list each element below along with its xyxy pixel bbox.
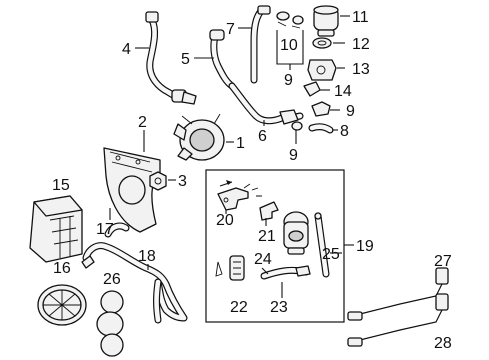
part-27-oxygen-sensor[interactable] (347, 267, 449, 321)
part-15-air-box[interactable] (29, 195, 83, 263)
part-26-dampers[interactable] (96, 290, 124, 357)
callout-2-label: 2 (138, 114, 147, 131)
callout-20-label: 20 (216, 212, 234, 229)
callout-11: 11 (340, 9, 369, 26)
callout-2: 2 (138, 114, 147, 152)
callout-9c-label: 9 (289, 147, 298, 164)
callout-14-label: 14 (334, 83, 352, 100)
part-7-tube[interactable] (250, 5, 271, 84)
callout-25-label: 25 (322, 246, 340, 263)
part-17-hose[interactable] (104, 222, 130, 238)
callout-28: 28 (434, 335, 452, 352)
callout-9b-label: 9 (346, 103, 355, 120)
callout-24-label: 24 (254, 251, 272, 268)
callout-25: 25 (322, 246, 342, 263)
callout-27: 27 (434, 253, 452, 270)
part-4-hose[interactable] (145, 11, 197, 105)
callout-18-label: 18 (138, 248, 156, 265)
callout-26: 26 (103, 271, 121, 288)
callout-28-label: 28 (434, 335, 452, 352)
part-5-hose[interactable] (209, 29, 236, 90)
callout-11-label: 11 (352, 9, 369, 26)
callout-9b: 9 (330, 103, 355, 120)
callout-5-label: 5 (181, 51, 190, 68)
callout-5: 5 (181, 51, 214, 68)
part-21-clip[interactable] (259, 201, 279, 221)
callout-26-label: 26 (103, 271, 121, 288)
part-12-gasket[interactable] (312, 37, 332, 49)
frame-arrow-icon (219, 180, 233, 187)
callout-27-label: 27 (434, 253, 452, 270)
part-valve-assembly[interactable] (283, 211, 309, 255)
callout-1-label: 1 (236, 135, 245, 152)
callout-16-label: 16 (53, 260, 71, 277)
callout-1: 1 (226, 135, 245, 152)
callout-13: 13 (337, 61, 370, 78)
part-25-rod[interactable] (314, 212, 330, 278)
callout-16: 16 (53, 260, 71, 277)
callout-9a-label: 9 (284, 72, 293, 89)
callout-12: 12 (333, 36, 370, 53)
part-10-clamps[interactable] (276, 11, 304, 29)
part-1-air-pump[interactable] (173, 113, 225, 161)
callout-23-label: 23 (270, 299, 288, 316)
part-23-hose[interactable] (260, 265, 311, 280)
part-6-hose[interactable] (228, 82, 304, 125)
callout-23: 23 (270, 282, 288, 316)
part-3-bushing[interactable] (149, 171, 167, 191)
callout-12-label: 12 (352, 36, 370, 53)
callout-24: 24 (254, 251, 272, 275)
callout-3-label: 3 (178, 173, 187, 190)
part-11-valve[interactable] (313, 5, 339, 37)
callout-22: 22 (230, 299, 248, 316)
callout-7-label: 7 (226, 21, 235, 38)
callout-8-label: 8 (340, 123, 349, 140)
callout-10-label: 10 (280, 37, 298, 54)
callout-13-label: 13 (352, 61, 370, 78)
callout-18: 18 (138, 248, 156, 270)
callout-21: 21 (258, 218, 276, 245)
callout-17: 17 (96, 208, 114, 238)
callout-10: 10 9 (276, 30, 304, 89)
assembly-19-frame[interactable] (205, 169, 345, 323)
part-18-pipe[interactable] (81, 242, 188, 324)
callout-22-label: 22 (230, 299, 248, 316)
callout-6: 6 (258, 120, 267, 145)
part-2-bracket[interactable] (103, 147, 161, 233)
callout-15-label: 15 (52, 177, 70, 194)
callout-6-label: 6 (258, 128, 267, 145)
callout-21-label: 21 (258, 228, 276, 245)
callout-20: 20 (216, 210, 234, 229)
part-14-fitting[interactable] (303, 81, 321, 97)
part-8-elbow[interactable] (291, 121, 334, 134)
part-9-nut[interactable] (311, 101, 331, 117)
callout-19-label: 19 (356, 238, 374, 255)
part-20-bracket[interactable] (217, 183, 262, 211)
part-13-connector[interactable] (307, 59, 337, 81)
callout-8: 8 9 (289, 123, 349, 164)
callout-4-label: 4 (122, 41, 131, 58)
callout-19: 19 (344, 238, 374, 255)
part-16-filter[interactable] (37, 284, 87, 326)
part-22-sensor[interactable] (215, 255, 245, 281)
callout-7: 7 (226, 21, 252, 38)
callout-4: 4 (122, 41, 149, 58)
callout-17-label: 17 (96, 221, 114, 238)
part-28-oxygen-sensor[interactable] (347, 293, 449, 347)
callout-15: 15 (52, 177, 70, 194)
callout-3: 3 (168, 173, 187, 190)
callout-14: 14 (320, 83, 352, 100)
